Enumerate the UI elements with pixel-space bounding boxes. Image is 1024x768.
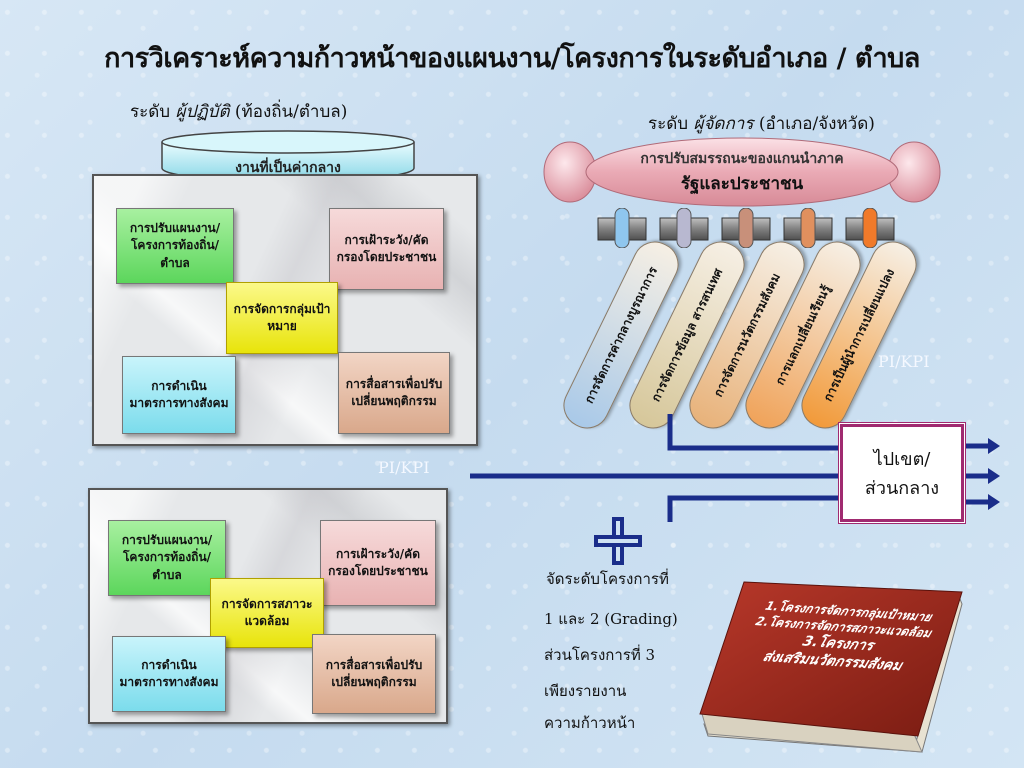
box-surveillance-2: การเฝ้าระวัง/คัดกรองโดยประชาชน [320, 520, 436, 606]
book-graphic [699, 581, 963, 753]
box-center-target: การจัดการกลุ่มเป้าหมาย [226, 282, 338, 354]
page-title: การวิเคราะห์ความก้าวหน้าของแผนงาน/โครงกา… [104, 43, 920, 74]
pi-kpi-left: PI/KPI [378, 458, 430, 477]
ring-3 [738, 208, 754, 248]
note-line-1: จัดระดับโครงการที่ [546, 570, 669, 588]
center-cylinder [161, 130, 415, 183]
panel-target-group: การปรับแผนงาน/โครงการท้องถิ่น/ตำบล การเฝ… [92, 174, 478, 446]
note-line-2: 1 และ 2 (Grading) [544, 610, 678, 628]
box-surveillance: การเฝ้าระวัง/คัดกรองโดยประชาชน [329, 208, 444, 290]
note-line-5: ความก้าวหน้า [544, 714, 636, 732]
ring-2 [676, 208, 692, 248]
box-social-measures-2: การดำเนินมาตรการทางสังคม [112, 636, 226, 712]
box-communication-2: การสื่อสารเพื่อปรับเปลี่ยนพฤติกรรม [312, 634, 436, 714]
box-plan-adjust: การปรับแผนงาน/โครงการท้องถิ่น/ตำบล [116, 208, 234, 284]
box-communication: การสื่อสารเพื่อปรับเปลี่ยนพฤติกรรม [338, 352, 450, 434]
plus-icon [594, 517, 642, 565]
ring-1 [614, 208, 630, 248]
note-line-4: เพียงรายงาน [544, 682, 627, 700]
panel-environment: การปรับแผนงาน/โครงการท้องถิ่น/ตำบล การเฝ… [88, 488, 448, 724]
destination-box: ไปเขต/ ส่วนกลาง [840, 424, 964, 522]
box-center-environment: การจัดการสภาวะแวดล้อม [210, 578, 324, 648]
flow-lines [470, 414, 1000, 522]
ring-5 [862, 208, 878, 248]
ring-4 [800, 208, 816, 248]
box-social-measures: การดำเนินมาตรการทางสังคม [122, 356, 236, 434]
box-plan-adjust-2: การปรับแผนงาน/โครงการท้องถิ่น/ตำบล [108, 520, 226, 596]
center-label: งานที่เป็นค่ากลาง [235, 160, 341, 176]
right-level-label: ระดับ ผู้จัดการ (อำเภอ/จังหวัด) [648, 114, 875, 134]
pi-kpi-right: PI/KPI [878, 352, 930, 371]
capsule-graphic [543, 137, 941, 207]
capsule-label: การปรับสมรรถนะของแกนนำภาค รัฐและประชาชน [640, 151, 844, 194]
note-line-3: ส่วนโครงการที่ 3 [544, 646, 656, 664]
left-level-label: ระดับ ผู้ปฏิบัติ (ท้องถิ่น/ตำบล) [130, 102, 348, 122]
connector-bar [597, 208, 895, 248]
